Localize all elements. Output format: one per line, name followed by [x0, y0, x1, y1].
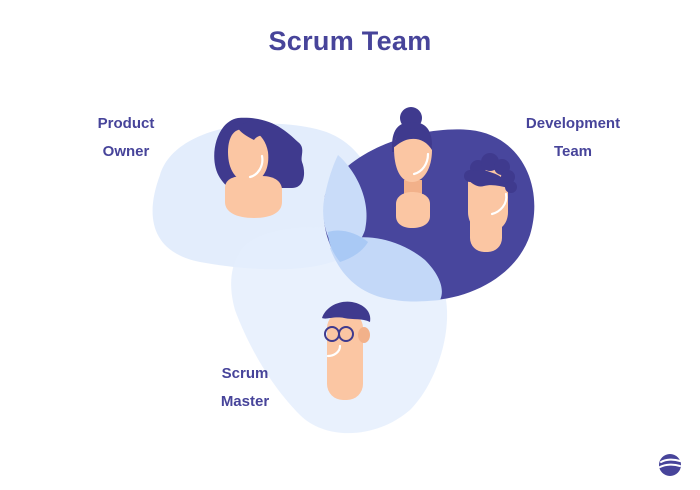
development-team-label: Development Team: [508, 110, 638, 166]
product-owner-avatar: [214, 117, 305, 218]
diagram-title: Scrum Team: [268, 26, 432, 56]
product-owner-label-line2: Owner: [102, 143, 150, 160]
scrum-master-avatar: [322, 301, 371, 400]
overlap-dev-po: [323, 155, 367, 255]
scrum-master-label-line1: Scrum: [221, 365, 269, 382]
development-team-label-line1: Development: [525, 115, 621, 132]
dev-team-avatar-2: [464, 153, 517, 252]
development-team-label-line2: Team: [553, 143, 593, 160]
dev-team-avatar-1: [392, 107, 433, 228]
scrum-master-label-line2: Master: [220, 393, 270, 410]
product-owner-label-line1: Product: [97, 115, 155, 132]
overlap-dev-sm: [330, 237, 442, 302]
company-logo-icon: [659, 454, 681, 476]
overlap-center: [328, 230, 368, 262]
scrum-master-label: Scrum Master: [200, 360, 290, 416]
product-owner-label: Product Owner: [80, 110, 172, 166]
